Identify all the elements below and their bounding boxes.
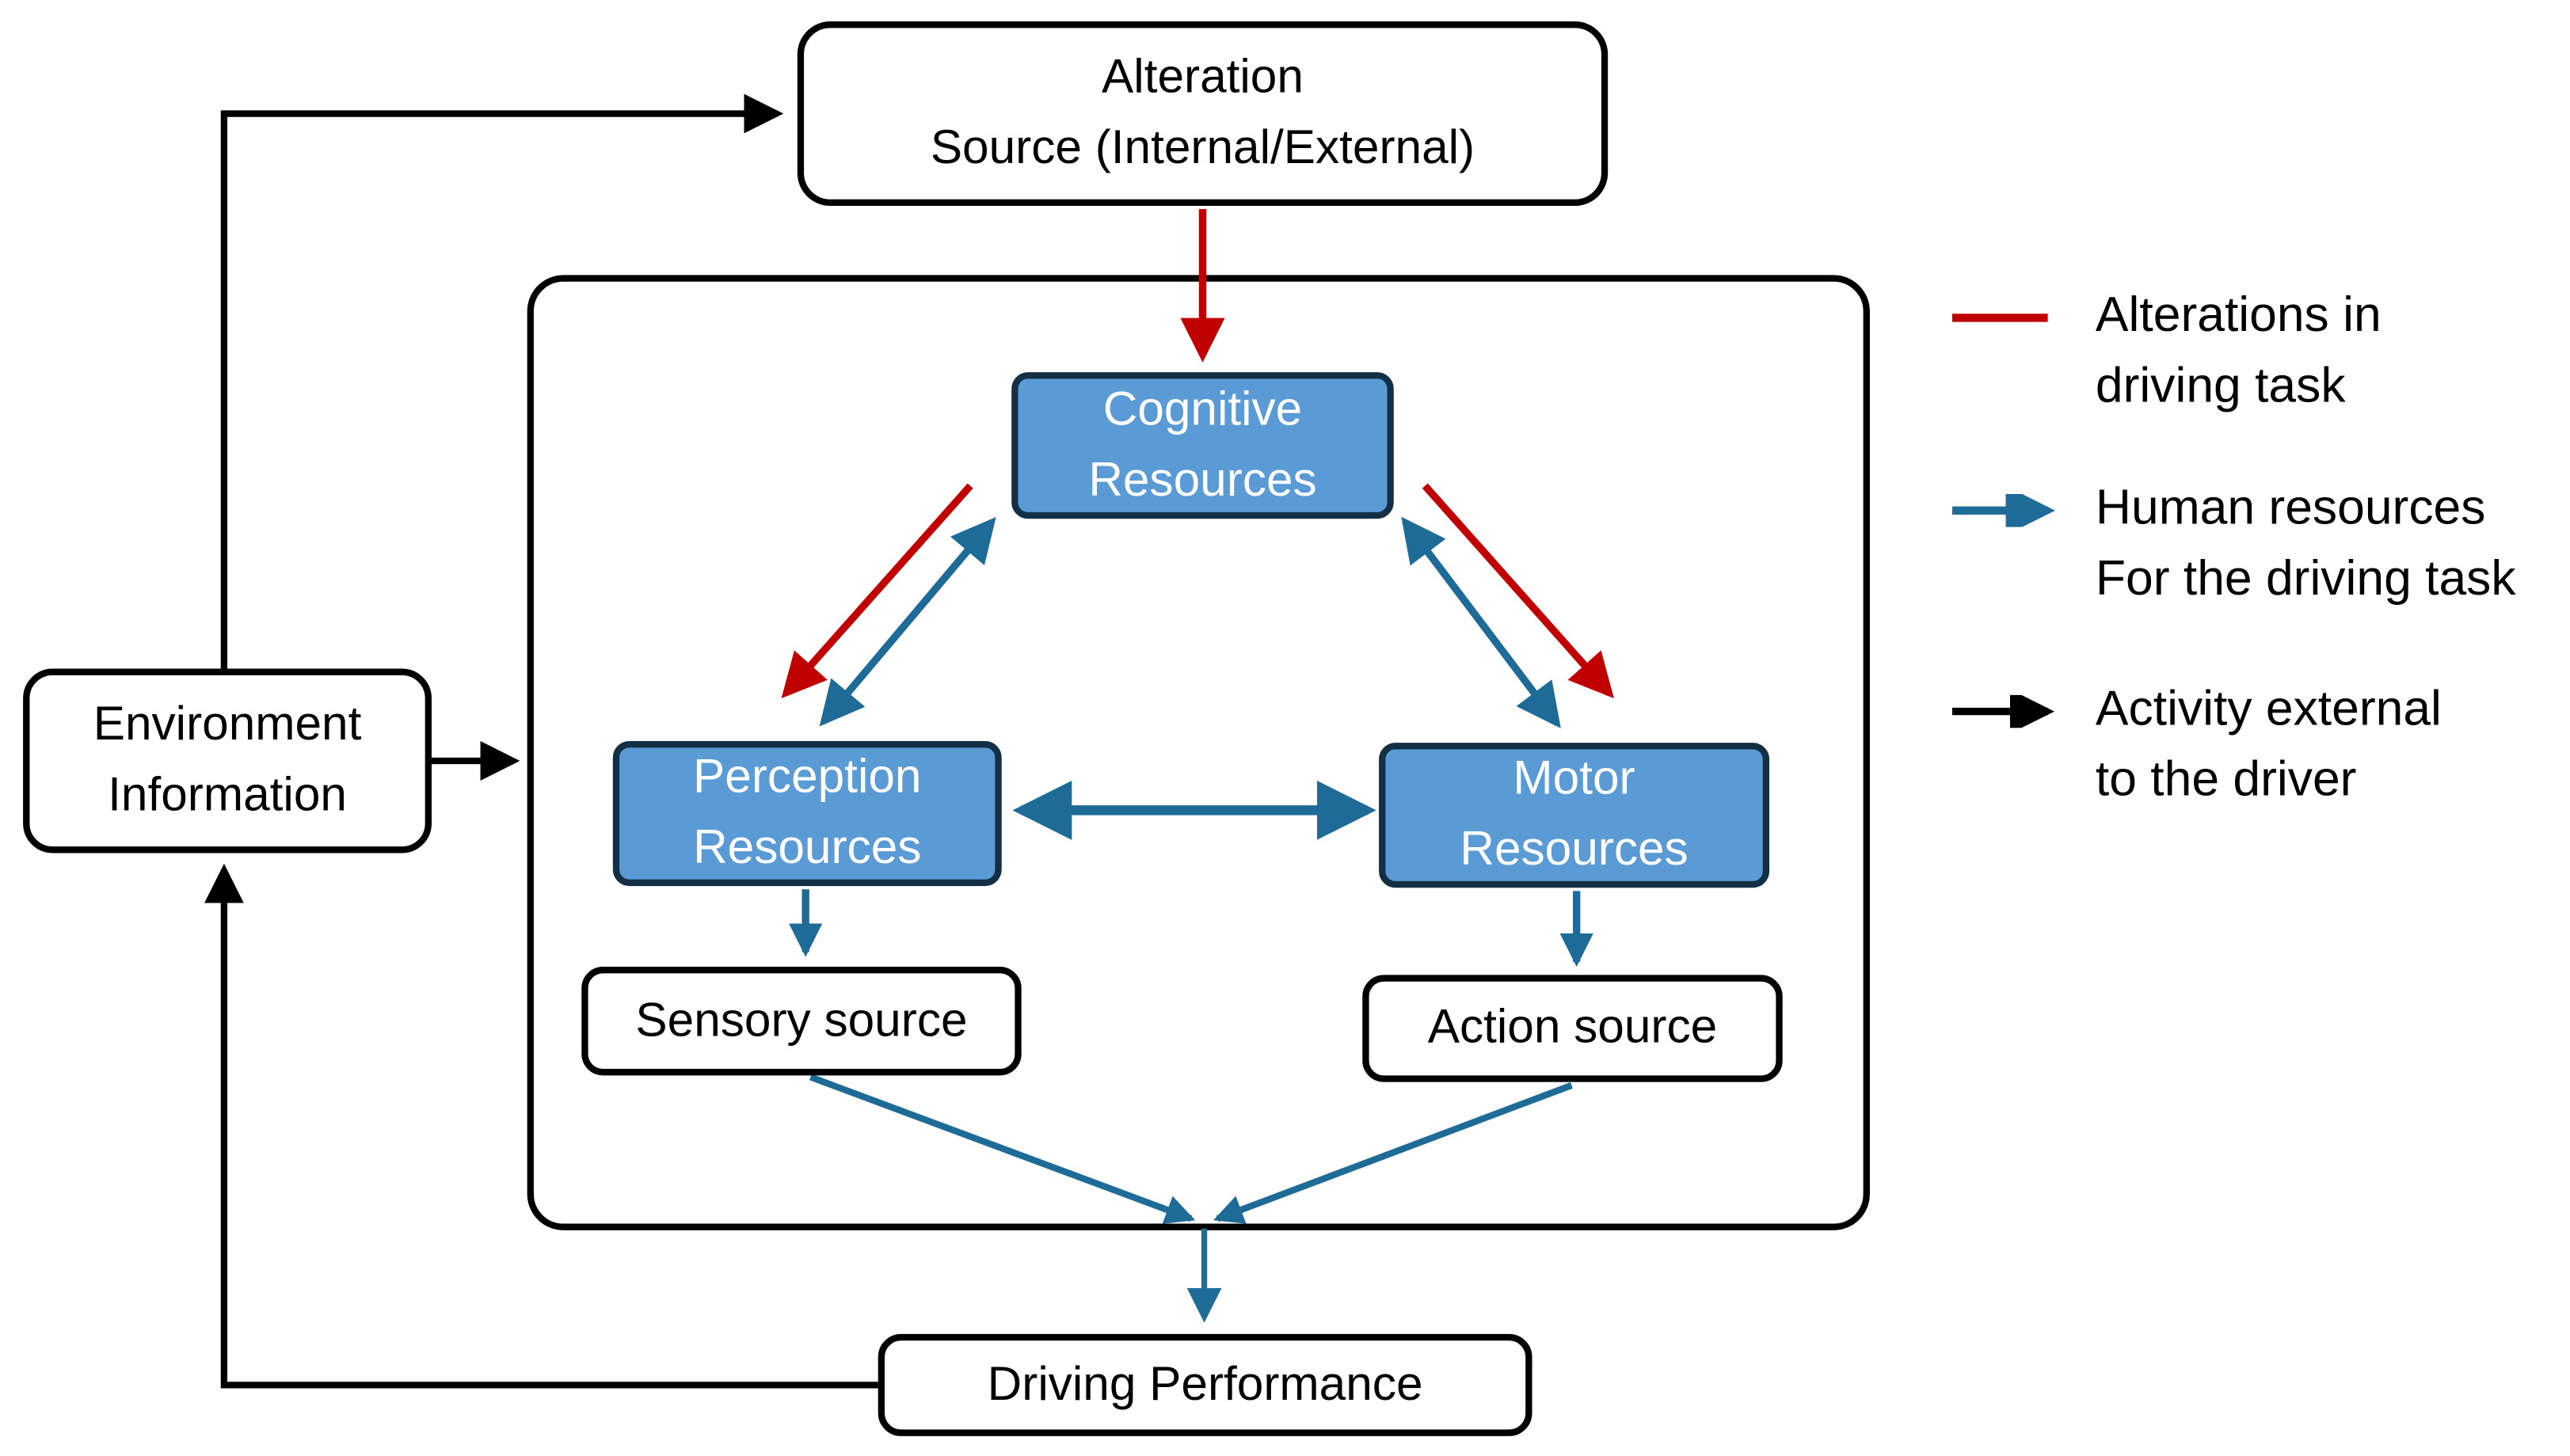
- node-environment-information: Environment Information: [23, 668, 432, 853]
- node-driving-performance: Driving Performance: [878, 1333, 1532, 1436]
- legend-black-arrow-icon: [1951, 694, 2055, 728]
- node-sensory-source: Sensory source: [581, 967, 1022, 1076]
- driver-resources-container-box: [527, 275, 1870, 1230]
- node-driving-performance-label: Driving Performance: [987, 1358, 1423, 1411]
- legend-blue-arrow-icon: [1951, 494, 2055, 527]
- node-motor-resources: Motor Resources: [1379, 743, 1770, 888]
- node-alteration-source: Alteration Source (Internal/External): [797, 21, 1609, 207]
- legend-label-human-resources: Human resources For the driving task: [2095, 481, 2516, 606]
- node-alteration-source-label: Alteration Source (Internal/External): [930, 51, 1475, 175]
- node-sensory-source-label: Sensory source: [635, 994, 968, 1047]
- node-motor-resources-label: Motor Resources: [1460, 752, 1689, 876]
- legend-label-activity-external: Activity external to the driver: [2095, 682, 2442, 808]
- node-action-source: Action source: [1362, 975, 1783, 1082]
- legend-red-arrow-icon: [1951, 314, 2048, 322]
- legend-label-alterations: Alterations in driving task: [2095, 288, 2382, 414]
- node-environment-information-label: Environment Information: [93, 698, 362, 822]
- node-perception-resources: Perception Resources: [612, 741, 1002, 887]
- node-cognitive-resources: Cognitive Resources: [1011, 372, 1394, 519]
- node-action-source-label: Action source: [1427, 1001, 1718, 1055]
- node-perception-resources-label: Perception Resources: [693, 751, 922, 875]
- node-cognitive-resources-label: Cognitive Resources: [1088, 382, 1317, 507]
